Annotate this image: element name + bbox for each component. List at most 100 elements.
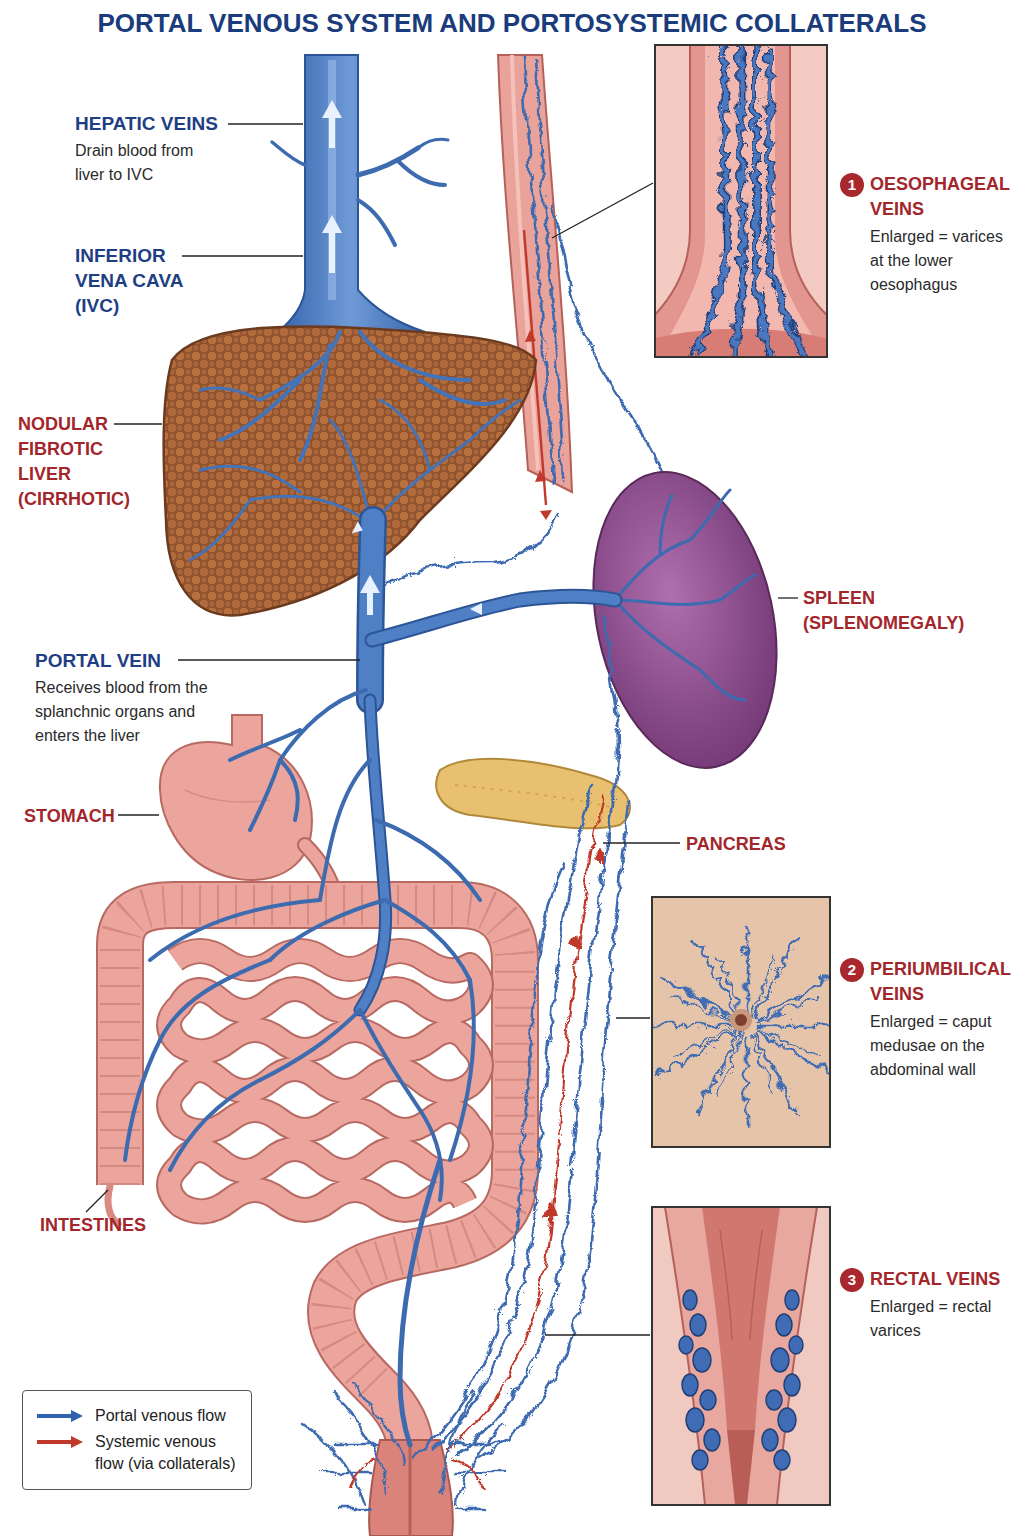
rectal-varices-inset — [727, 1430, 755, 1505]
rectal-varices-inset — [679, 1290, 803, 1470]
leader-lines — [778, 597, 798, 598]
portosystemic-collaterals — [410, 860, 560, 1455]
inferior-vena-cava — [418, 139, 448, 148]
rectal-varices-inset — [785, 1290, 799, 1310]
oesophageal-varices-inset — [655, 45, 827, 357]
inferior-vena-cava — [272, 139, 448, 245]
leader-lines — [178, 659, 360, 660]
rectal-varices-inset — [720, 1230, 762, 1340]
legend-arrow-line — [37, 1414, 73, 1418]
oesophagus — [525, 330, 536, 342]
rectal-varices-inset — [686, 1408, 704, 1432]
spleen — [615, 490, 755, 700]
legend-arrow-head — [71, 1436, 83, 1448]
oesophageal-varices-inset — [690, 45, 800, 357]
caput-medusae-inset — [652, 920, 830, 1120]
inferior-vena-cava — [329, 233, 335, 273]
leader-lines — [616, 1017, 650, 1018]
part-name: NODULAR FIBROTIC LIVER (CIRRHOTIC) — [18, 412, 153, 512]
portosystemic-collaterals — [442, 792, 600, 1447]
rectal-varices-inset — [704, 1429, 720, 1451]
caput-medusae-inset — [652, 897, 830, 1147]
portal-vein-tree — [349, 522, 365, 537]
legend-text: Systemic venous flow (via collaterals) — [95, 1431, 239, 1475]
stomach — [160, 715, 335, 895]
part-name: HEPATIC VEINS — [75, 111, 265, 136]
portosystemic-collaterals — [541, 1200, 553, 1214]
oesophageal-varices-inset — [690, 45, 800, 357]
cirrhotic-liver — [164, 326, 536, 615]
intestines — [120, 905, 515, 1450]
portosystemic-collaterals — [300, 1380, 500, 1505]
portosystemic-collaterals — [345, 1455, 480, 1485]
inferior-vena-cava — [272, 142, 305, 165]
legend-arrow-head — [71, 1410, 83, 1422]
portal-vein-tree — [125, 1040, 442, 1200]
part-note: Enlarged = caput medusae on the abdomina… — [870, 1010, 1010, 1082]
rectal-varices-inset — [784, 1374, 800, 1396]
spleen — [568, 455, 803, 785]
part-note: Enlarged = rectal varices — [870, 1295, 1010, 1343]
leader-lines — [603, 842, 680, 843]
leader-lines — [228, 123, 303, 124]
oesophageal-varices-inset — [655, 45, 827, 357]
caput-medusae-inset — [641, 897, 841, 1147]
caput-medusae-inset — [735, 1014, 747, 1026]
legend-arrow — [35, 1436, 85, 1448]
portosystemic-collaterals — [567, 930, 579, 944]
stomach — [185, 790, 270, 802]
intestines — [409, 1445, 412, 1536]
rectal-varices-inset — [690, 1314, 706, 1336]
portal-vein-tree — [372, 596, 615, 640]
rectal-varices-inset — [789, 1336, 803, 1354]
portal-vein-tree — [360, 700, 386, 1010]
oesophageal-varices-inset — [690, 45, 800, 357]
rectal-varices-inset — [652, 1207, 830, 1505]
rectal-varices-inset — [679, 1336, 693, 1354]
oesophageal-varices-inset — [670, 45, 812, 335]
rectal-varices-inset — [665, 1207, 817, 1505]
oesophagus — [540, 510, 552, 520]
caput-medusae-inset — [730, 1009, 752, 1031]
spleen — [568, 455, 803, 785]
oesophagus — [535, 470, 546, 482]
legend-row: Portal venous flow — [35, 1405, 239, 1427]
legend-box: Portal venous flowSystemic venous flow (… — [22, 1390, 252, 1490]
part-name: PERIUMBILICAL VEINS — [870, 957, 1018, 1007]
rectal-varices-inset — [766, 1390, 782, 1410]
portal-vein-tree — [230, 690, 366, 830]
part-name: OESOPHAGEAL VEINS — [870, 172, 1018, 222]
rectal-varices-inset — [652, 1207, 830, 1505]
leader-lines — [545, 1334, 650, 1335]
oesophagus — [520, 55, 550, 480]
rectal-varices-inset — [692, 1450, 708, 1470]
oesophagus — [548, 200, 665, 485]
portal-vein-tree — [367, 593, 373, 615]
cirrhotic-liver — [220, 332, 505, 460]
portal-vein-tree — [360, 575, 380, 593]
caput-medusae-inset — [652, 920, 830, 1120]
pancreas — [436, 759, 630, 829]
callout-number: 3 — [840, 1268, 864, 1292]
leader-lines — [118, 814, 159, 815]
diagram-title: PORTAL VENOUS SYSTEM AND PORTOSYSTEMIC C… — [10, 8, 1014, 39]
part-name: PANCREAS — [686, 832, 826, 857]
callout-number: 1 — [840, 173, 864, 197]
caput-medusae-inset — [667, 950, 815, 1090]
portosystemic-collaterals — [300, 1380, 500, 1505]
part-name: STOMACH — [24, 804, 134, 829]
portosystemic-collaterals — [430, 780, 590, 1445]
inferior-vena-cava — [358, 200, 395, 245]
legend-text: Portal venous flow — [95, 1405, 226, 1427]
portal-vein-tree — [400, 1160, 440, 1445]
caput-medusae-inset — [652, 897, 830, 1147]
rectal-varices-inset — [776, 1314, 792, 1336]
part-note: Drain blood from liver to IVC — [75, 139, 225, 187]
spleen — [615, 490, 755, 700]
legend-arrow — [35, 1410, 85, 1422]
part-name: PORTAL VEIN — [35, 648, 235, 673]
pancreas — [455, 785, 615, 808]
pancreas — [436, 759, 630, 829]
cirrhotic-liver — [164, 326, 536, 615]
portal-vein-tree — [270, 760, 480, 980]
